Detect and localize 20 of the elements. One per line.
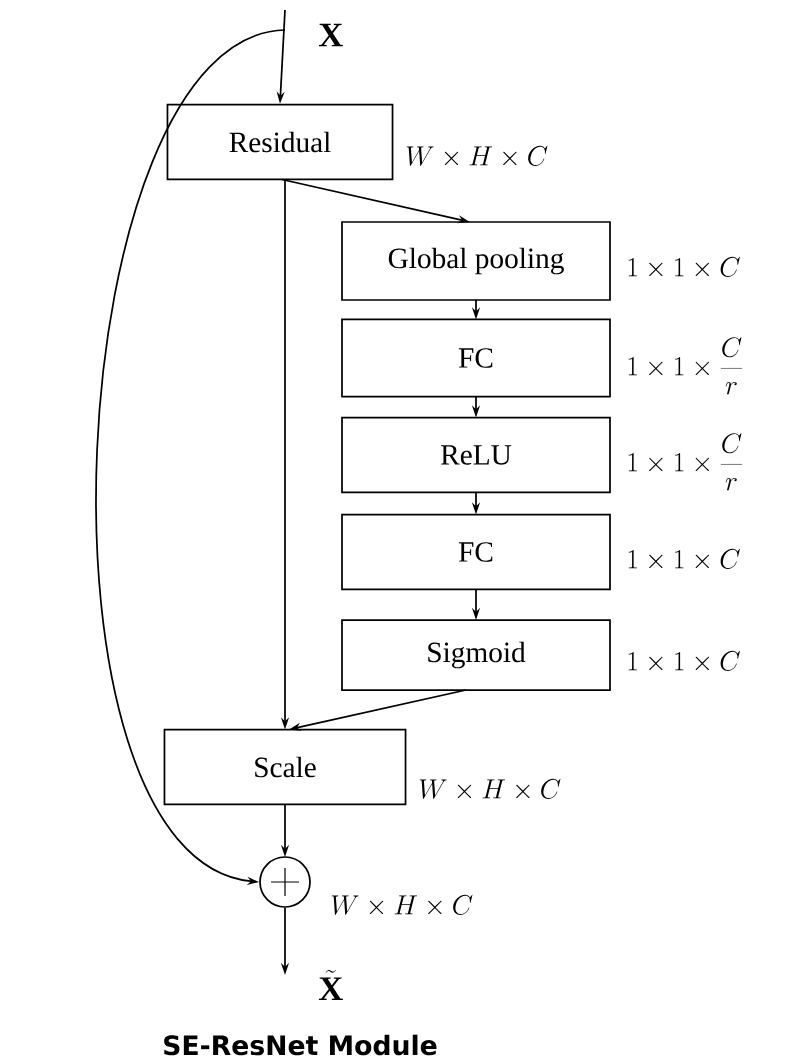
symbol-label: $\tilde{\mathbf{X}}$ [318,969,343,1001]
process-box: Residual [166,103,394,181]
dimension-label: $1\times 1\times C$ [628,256,740,277]
dimension-label: $W\times H\times C$ [331,894,473,915]
process-box: Scale [163,728,407,806]
dimension-label: $1\times 1\times C$ [628,650,740,671]
dimension-label: $1\times 1\times C$ [628,548,740,569]
symbol-label: $\mathbf{X}$ [318,23,343,47]
caption: SE-ResNet Module [164,1034,437,1056]
process-box: FC [341,318,611,398]
arrow [96,29,286,885]
dimension-label: $1\times 1\times \frac{C}{r}$ [628,433,743,491]
sum-circle [259,856,311,908]
process-box: FC [341,513,611,591]
process-box: Sigmoid [341,619,611,691]
process-box: ReLU [341,416,611,494]
dimension-label: $W\times H\times C$ [406,145,548,166]
dimension-label: $1\times 1\times \frac{C}{r}$ [628,337,743,395]
dimension-label: $W\times H\times C$ [419,778,561,799]
process-box: Global pooling [341,221,611,301]
